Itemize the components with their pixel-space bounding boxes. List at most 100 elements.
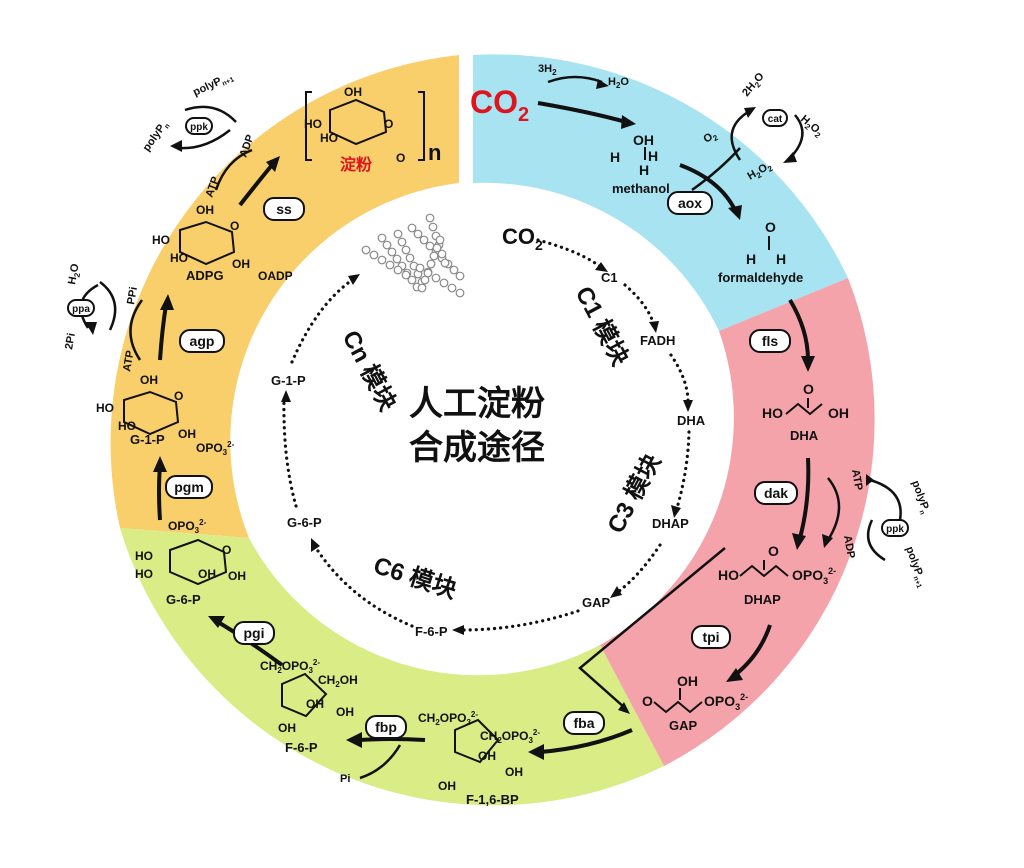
label-atp-agp: ATP bbox=[121, 350, 136, 373]
svg-text:OH: OH bbox=[633, 132, 654, 148]
compound-adpg: ADPG bbox=[186, 268, 224, 283]
svg-text:O: O bbox=[230, 219, 239, 233]
svg-text:OH: OH bbox=[278, 721, 296, 735]
starch-beads-icon bbox=[361, 213, 465, 298]
enzyme-pgi: pgi bbox=[244, 625, 265, 641]
enzyme-fbp: fbp bbox=[375, 719, 397, 735]
svg-text:OH: OH bbox=[344, 85, 362, 99]
label-2pi: 2Pi bbox=[63, 332, 78, 350]
enzyme-cat: cat bbox=[768, 114, 783, 125]
c6-reactions: fba CH2OPO32- CH2OPO32- OH OH OH F-1,6-B… bbox=[135, 518, 633, 807]
label-polyp-n1-left: polyPn+1 bbox=[191, 70, 235, 101]
ring-sector-c3 bbox=[600, 278, 875, 766]
label-2h2o: 2H2O bbox=[740, 70, 768, 100]
label-3h2: 3H2 bbox=[538, 63, 557, 77]
enzyme-ss: ss bbox=[276, 201, 292, 217]
svg-text:CH2OPO32-: CH2OPO32- bbox=[418, 710, 478, 727]
svg-text:O: O bbox=[384, 117, 393, 131]
inner-g6p: G-6-P bbox=[287, 515, 322, 530]
inner-g1p: G-1-P bbox=[271, 373, 306, 388]
svg-text:HO: HO bbox=[135, 567, 153, 581]
center-title-line1: 人工淀粉 bbox=[409, 385, 545, 423]
enzyme-agp: agp bbox=[190, 333, 215, 349]
ring-sector-cn bbox=[110, 55, 460, 538]
inner-gap: GAP bbox=[582, 595, 611, 610]
compound-dha: DHA bbox=[790, 428, 819, 443]
module-cn-label: Cn 模块 bbox=[337, 326, 402, 415]
module-c6-label: C6 模块 bbox=[370, 552, 460, 604]
compound-f6p: F-6-P bbox=[285, 740, 318, 755]
svg-text:HO: HO bbox=[320, 131, 338, 145]
inner-c1: C1 bbox=[601, 270, 618, 285]
svg-text:HO: HO bbox=[135, 549, 153, 563]
enzyme-pgm: pgm bbox=[174, 479, 204, 495]
inner-dha: DHA bbox=[677, 413, 706, 428]
svg-text:OH: OH bbox=[336, 705, 354, 719]
enzyme-ppk-left: ppk bbox=[190, 122, 208, 133]
compound-gap: GAP bbox=[669, 718, 698, 733]
label-h2o-ppa: H2O bbox=[66, 262, 84, 286]
svg-text:HO: HO bbox=[304, 117, 322, 131]
svg-text:HO: HO bbox=[96, 401, 114, 415]
label-oadp: OADP bbox=[258, 269, 293, 283]
svg-text:HO: HO bbox=[718, 567, 739, 583]
svg-text:CH2OH: CH2OH bbox=[318, 673, 358, 689]
label-ppi: PPi bbox=[125, 286, 140, 306]
compound-g6p: G-6-P bbox=[166, 592, 201, 607]
svg-text:OH: OH bbox=[478, 749, 496, 763]
svg-text:H: H bbox=[776, 251, 786, 267]
svg-text:OH: OH bbox=[232, 257, 250, 271]
svg-text:HO: HO bbox=[170, 251, 188, 265]
svg-text:HO: HO bbox=[118, 419, 136, 433]
enzyme-ppk-right: ppk bbox=[886, 524, 904, 535]
svg-text:HO: HO bbox=[762, 405, 783, 421]
svg-text:H: H bbox=[610, 149, 620, 165]
ring-sector-c6 bbox=[120, 528, 664, 806]
svg-text:H: H bbox=[648, 148, 658, 164]
inner-co2: CO2 bbox=[502, 224, 543, 253]
center-title-line2: 合成途径 bbox=[409, 428, 545, 467]
inner-f6p: F-6-P bbox=[415, 624, 448, 639]
inner-dhap: DHAP bbox=[652, 516, 689, 531]
compound-starch: 淀粉 bbox=[340, 155, 372, 174]
c3-reactions: fls O HO OH DHA dak ATP ADP ppk polyPn p… bbox=[578, 298, 932, 733]
svg-text:CH2OPO32-: CH2OPO32- bbox=[480, 728, 540, 745]
enzyme-ppa: ppa bbox=[72, 304, 90, 315]
label-polyp-n-left: polyPn bbox=[141, 119, 172, 155]
svg-text:OH: OH bbox=[228, 569, 246, 583]
svg-text:H: H bbox=[639, 162, 649, 178]
enzyme-aox: aox bbox=[678, 195, 702, 211]
label-adp-dak: ADP bbox=[841, 534, 857, 559]
svg-text:OH: OH bbox=[198, 567, 216, 581]
svg-text:OH: OH bbox=[196, 203, 214, 217]
enzyme-dak: dak bbox=[764, 485, 788, 501]
label-polyp-n-right: polyPn bbox=[907, 479, 932, 516]
svg-text:OH: OH bbox=[306, 697, 324, 711]
enzyme-tpi: tpi bbox=[702, 629, 719, 645]
compound-starch-n: n bbox=[428, 140, 441, 165]
label-h2o2-top: H2O2 bbox=[797, 113, 826, 140]
svg-text:O: O bbox=[174, 389, 183, 403]
svg-text:H: H bbox=[746, 251, 756, 267]
enzyme-fls: fls bbox=[762, 333, 779, 349]
label-o2: O2 bbox=[702, 128, 721, 147]
svg-text:O: O bbox=[803, 381, 814, 397]
label-polyp-n1-right: polyPn+1 bbox=[901, 545, 929, 590]
inner-cycle bbox=[281, 238, 693, 635]
svg-text:OH: OH bbox=[677, 673, 698, 689]
svg-text:O: O bbox=[222, 543, 231, 557]
label-atp-dak: ATP bbox=[849, 468, 864, 491]
inner-fadh: FADH bbox=[640, 333, 675, 348]
svg-text:O: O bbox=[765, 219, 776, 235]
svg-text:OH: OH bbox=[505, 765, 523, 779]
svg-text:OH: OH bbox=[178, 427, 196, 441]
label-h2o2-mid: H2O2 bbox=[746, 159, 775, 184]
label-h2o-top: H2O bbox=[608, 76, 629, 90]
svg-text:HO: HO bbox=[152, 233, 170, 247]
svg-text:OH: OH bbox=[438, 779, 456, 793]
compound-g1p: G-1-P bbox=[130, 432, 165, 447]
compound-f16bp: F-1,6-BP bbox=[466, 792, 519, 807]
enzyme-fba: fba bbox=[574, 715, 595, 731]
